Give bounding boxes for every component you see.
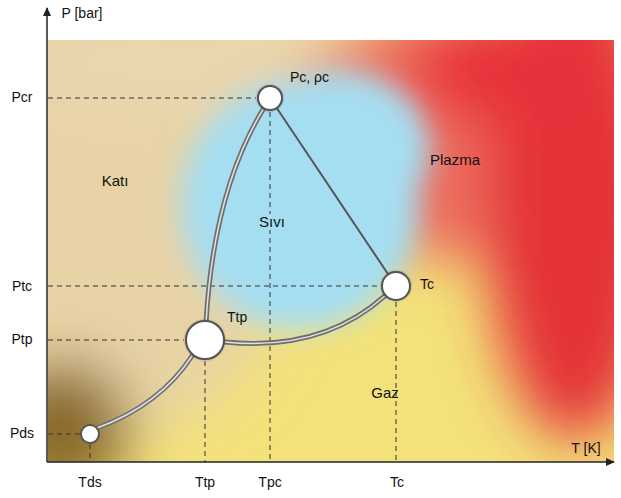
phase-point-circle: Tc — [381, 271, 411, 301]
boundary-highlight — [225, 296, 385, 344]
axis-tick-label: Ttp — [195, 475, 215, 490]
axis-tick-label: Tpc — [258, 475, 281, 490]
phase-point-circle: Ttp — [185, 320, 225, 360]
boundary-line — [225, 296, 385, 344]
phase-boundary — [277, 109, 387, 274]
point-label: Pc, ρc — [290, 70, 329, 85]
boundary-highlight — [206, 109, 263, 320]
boundary-line — [206, 109, 263, 320]
boundary-line — [277, 109, 387, 274]
axis-tick-label: Ptc — [12, 279, 32, 294]
phase-boundary — [206, 109, 263, 320]
region-label: Plazma — [430, 152, 480, 169]
region-label: Sıvı — [256, 214, 288, 231]
axis-tick-label: Pds — [10, 426, 34, 441]
axis-tick-label: Ptp — [11, 332, 32, 347]
phase-boundary — [225, 296, 385, 344]
axis-tick-label: P [bar] — [62, 6, 103, 21]
phase-point-circle: Pc, ρc — [257, 85, 283, 111]
point-label: Ttp — [227, 310, 247, 325]
point-label: Tc — [420, 277, 434, 292]
axis-title: T [K] — [571, 441, 600, 456]
region-label: Katı — [102, 173, 129, 190]
axis-tick-label: Tc — [390, 475, 404, 490]
axis-tick-label: Tds — [78, 475, 101, 490]
region-label: Gaz — [371, 385, 399, 402]
axis-tick-label: Pcr — [12, 90, 33, 105]
